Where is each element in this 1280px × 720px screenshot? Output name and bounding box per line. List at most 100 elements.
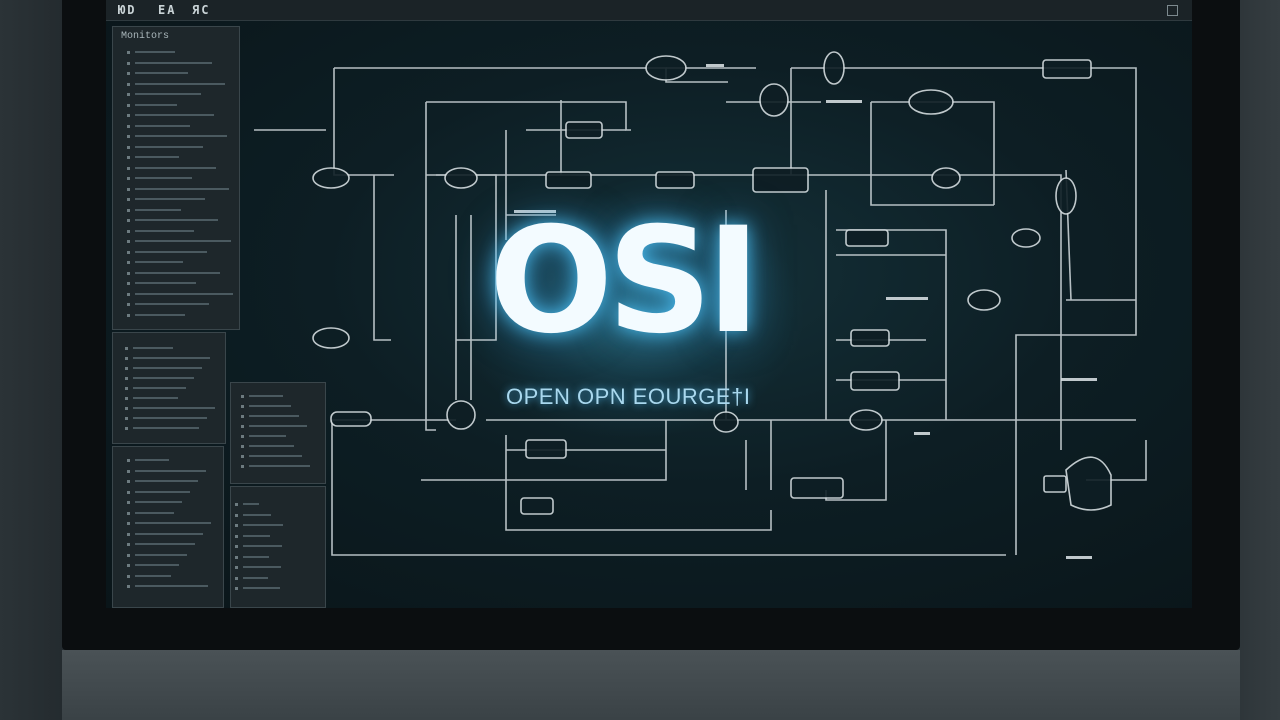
panel-row-line xyxy=(135,469,206,472)
panel-row-marker xyxy=(127,240,130,243)
panel-row-line xyxy=(249,395,283,397)
panel-row-marker xyxy=(127,511,130,515)
panel-row-line xyxy=(249,435,286,437)
panel-row-marker xyxy=(127,166,130,170)
panel-row-line xyxy=(135,585,208,587)
panel-row-marker xyxy=(125,387,128,390)
panel-row-marker xyxy=(125,427,128,430)
panel-row-line xyxy=(243,524,283,526)
panel-row-line xyxy=(243,566,281,568)
panel-row-line xyxy=(135,532,203,535)
panel-row-line xyxy=(135,240,231,242)
logo-glow xyxy=(456,190,806,440)
panel-row-line xyxy=(243,513,271,516)
monitor-screen: ЮD EA ЯC Monitors xyxy=(106,0,1192,608)
panel-row-marker xyxy=(235,587,238,590)
panel-row-marker xyxy=(127,208,130,212)
panel-row-line xyxy=(249,425,307,427)
panel-row-line xyxy=(133,357,210,359)
panel-row-line xyxy=(135,229,194,232)
panel-row-marker xyxy=(127,469,130,473)
panel-row-marker xyxy=(125,357,128,360)
panel-row-line xyxy=(243,534,270,537)
panel-row-line xyxy=(135,522,211,524)
panel-row-marker xyxy=(235,545,238,548)
side-panel-tree xyxy=(112,446,224,608)
panel-row-marker xyxy=(127,553,130,557)
panel-row-line xyxy=(243,555,269,558)
panel-row-marker xyxy=(235,503,238,506)
panel-row-line xyxy=(135,490,190,493)
panel-row-line xyxy=(135,543,195,545)
panel-row-marker xyxy=(127,585,130,588)
panel-row-line xyxy=(135,114,214,116)
side-panel-title: Monitors xyxy=(121,31,170,42)
schematic-diagram xyxy=(254,51,1147,559)
panel-row-marker xyxy=(241,455,244,458)
panel-row-line xyxy=(135,51,175,53)
menu-item-view[interactable]: ЯC xyxy=(192,3,211,17)
panel-row-marker xyxy=(127,187,130,191)
panel-row-line xyxy=(133,407,215,409)
panel-row-marker xyxy=(127,490,130,494)
panel-row-marker xyxy=(127,156,130,159)
menu-item-edit[interactable]: EA xyxy=(158,3,177,17)
panel-row-marker xyxy=(235,524,238,527)
panel-row-marker xyxy=(235,534,238,538)
osi-logo: OSI xyxy=(489,196,761,366)
menu-item-file[interactable]: ЮD xyxy=(118,3,137,17)
panel-row-marker xyxy=(125,407,128,410)
panel-row-line xyxy=(135,271,220,274)
panel-row-line xyxy=(135,93,201,95)
panel-row-marker xyxy=(127,229,130,233)
panel-row-line xyxy=(135,166,216,169)
panel-row-marker xyxy=(127,198,130,201)
monitor-stand xyxy=(62,650,1240,720)
panel-row-marker xyxy=(127,250,130,254)
panel-row-marker xyxy=(241,465,244,468)
panel-row-line xyxy=(249,405,291,407)
panel-row-marker xyxy=(125,367,128,370)
panel-row-marker xyxy=(241,405,244,408)
panel-row-line xyxy=(135,145,203,148)
panel-row-line xyxy=(135,61,212,64)
panel-row-line xyxy=(135,303,209,305)
panel-row-marker xyxy=(241,445,244,448)
panel-row-marker xyxy=(127,543,130,546)
panel-row-line xyxy=(135,156,179,158)
panel-row-marker xyxy=(127,501,130,504)
panel-row-line xyxy=(135,250,207,253)
side-panel-properties xyxy=(112,332,226,444)
panel-row-marker xyxy=(127,574,130,578)
panel-row-marker xyxy=(127,61,130,65)
panel-row-marker xyxy=(127,82,130,86)
panel-row-marker xyxy=(125,397,128,400)
side-panel-values xyxy=(230,486,326,608)
panel-row-marker xyxy=(127,177,130,180)
panel-row-marker xyxy=(127,103,130,107)
panel-row-marker xyxy=(127,564,130,567)
panel-row-line xyxy=(135,208,181,211)
panel-row-line xyxy=(135,72,188,74)
panel-row-marker xyxy=(127,522,130,525)
panel-row-line xyxy=(133,397,178,399)
panel-row-marker xyxy=(127,72,130,75)
panel-row-line xyxy=(135,553,187,556)
panel-row-marker xyxy=(241,435,244,438)
panel-row-line xyxy=(249,455,302,457)
panel-row-marker xyxy=(127,93,130,96)
panel-row-marker xyxy=(127,124,130,128)
panel-row-marker xyxy=(127,532,130,536)
panel-row-line xyxy=(133,347,173,349)
logo-tagline: OPEN OPN EOURGE†I xyxy=(506,384,751,409)
panel-row-marker xyxy=(127,114,130,117)
panel-row-line xyxy=(135,480,198,482)
panel-row-line xyxy=(133,427,199,429)
panel-row-line xyxy=(135,103,177,106)
panel-row-line xyxy=(249,465,310,467)
panel-row-marker xyxy=(127,303,130,306)
window-maximize-icon[interactable] xyxy=(1167,5,1178,16)
panel-row-marker xyxy=(241,395,244,398)
panel-row-line xyxy=(249,415,299,417)
panel-row-marker xyxy=(127,313,130,317)
